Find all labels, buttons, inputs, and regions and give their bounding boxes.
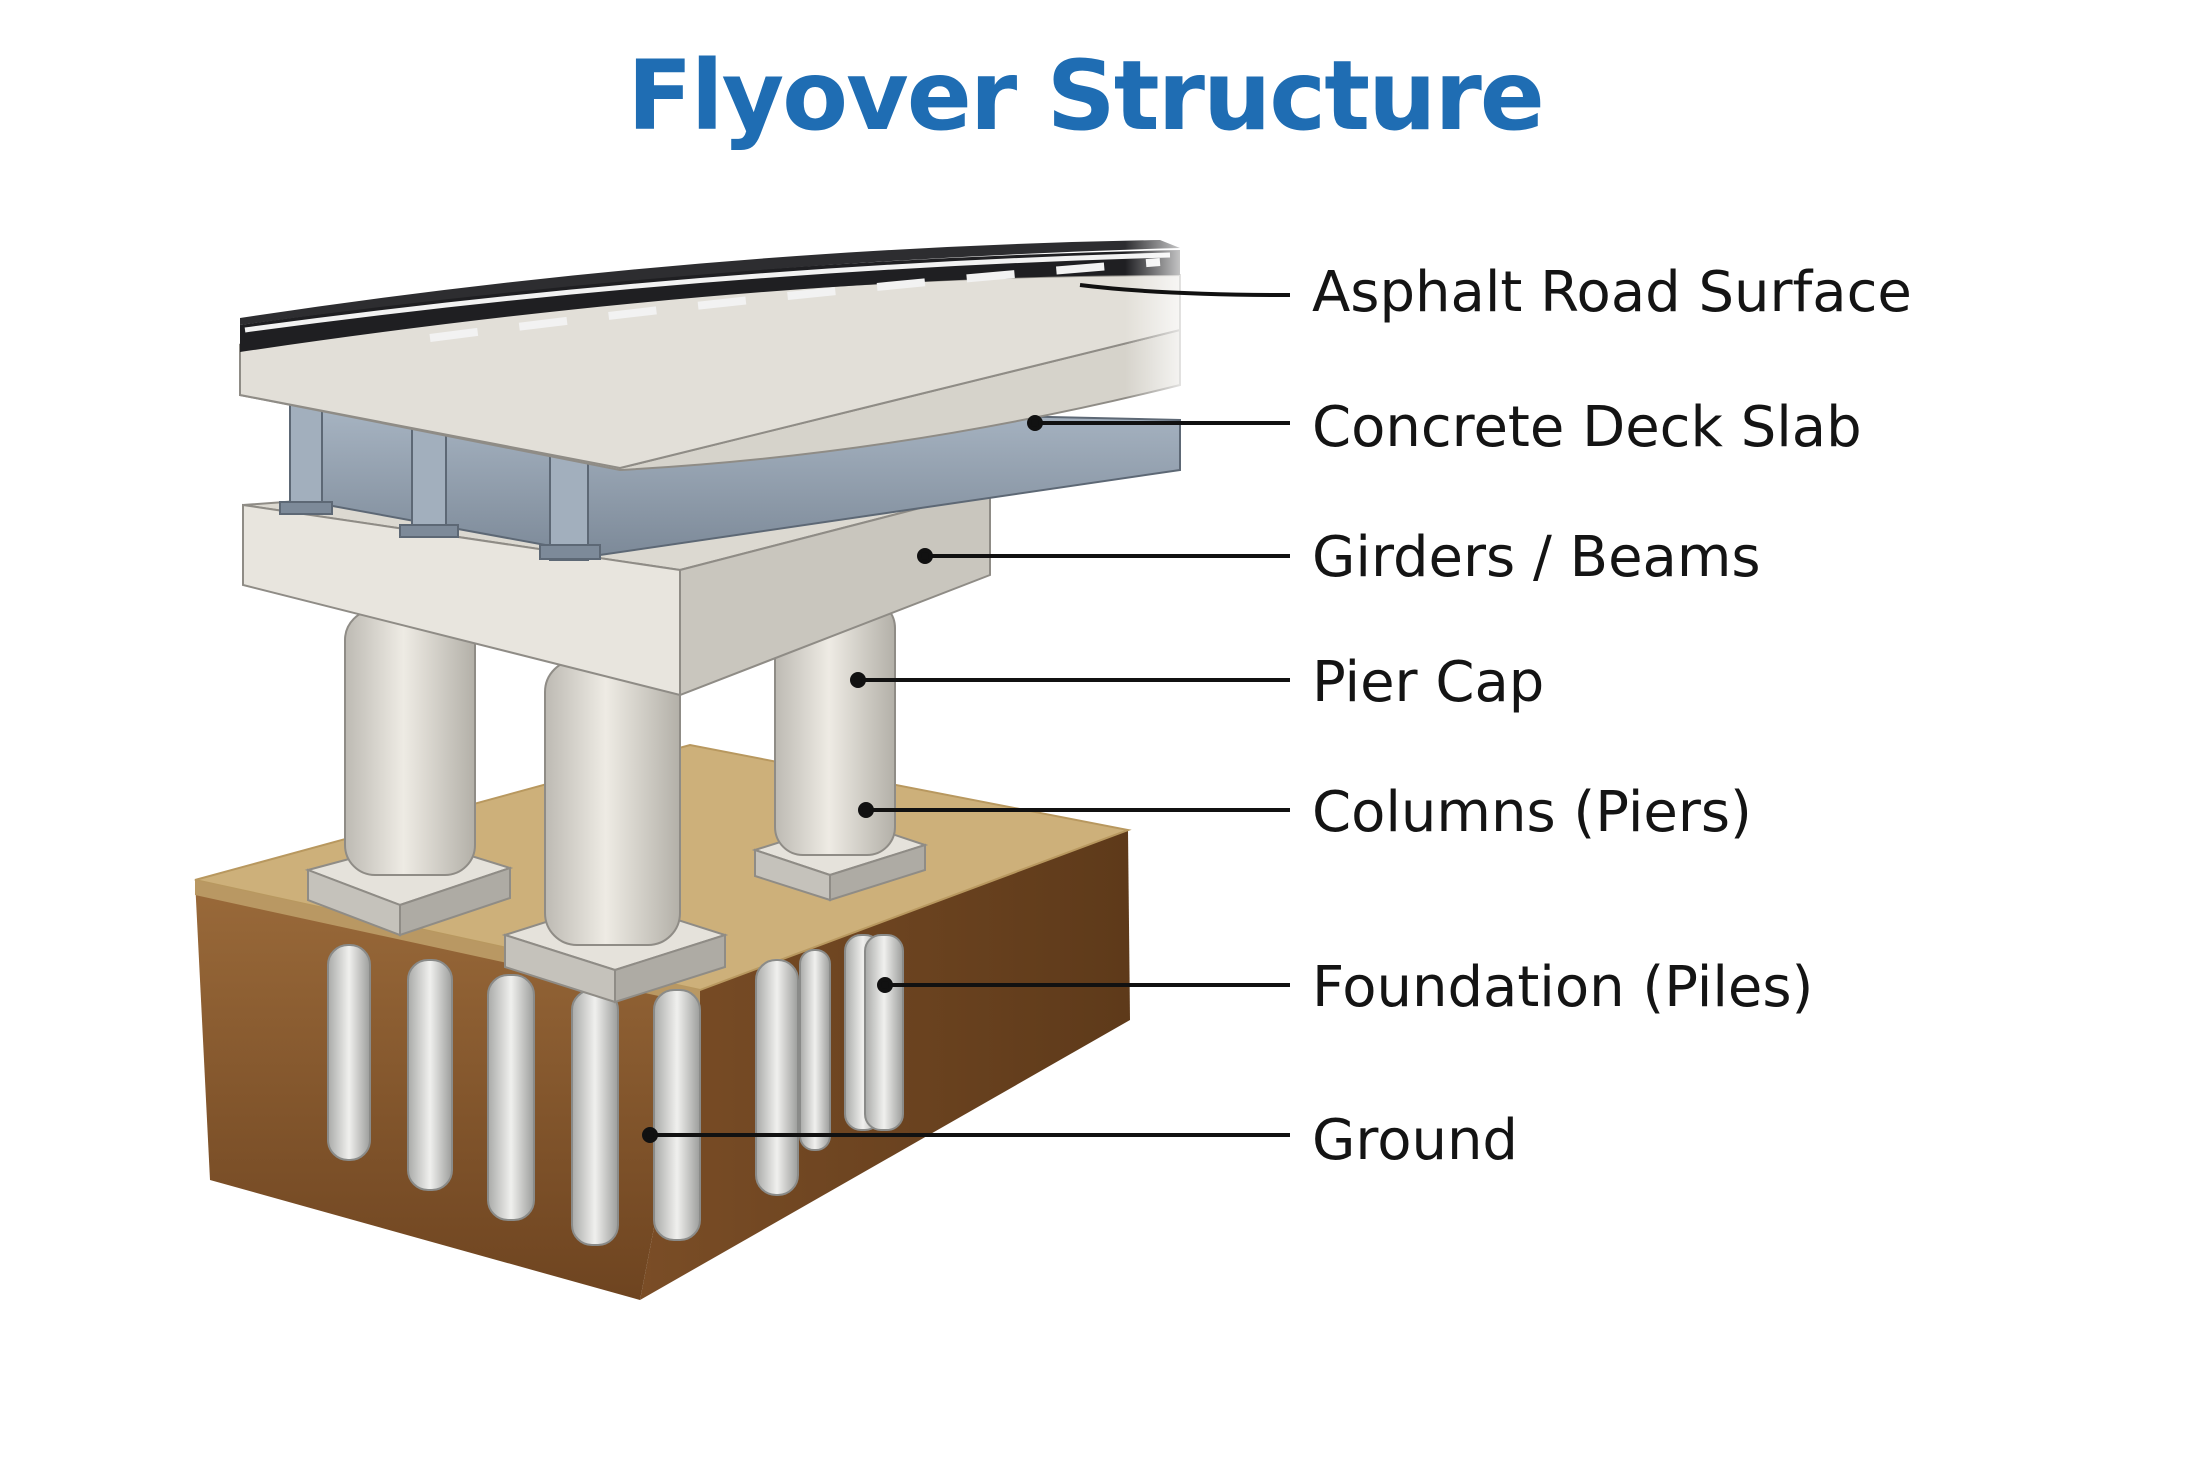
foundation-piles: [327, 934, 904, 1246]
label-pier-cap: Pier Cap: [1312, 650, 1545, 715]
label-ground: Ground: [1312, 1108, 1518, 1173]
pile: [799, 949, 831, 1151]
leader-dot: [1027, 415, 1043, 431]
label-concrete-deck-slab: Concrete Deck Slab: [1312, 395, 1862, 460]
pile: [755, 959, 799, 1196]
leader-dot: [850, 672, 866, 688]
leader-dot: [858, 802, 874, 818]
pier-cap-side: [679, 488, 991, 697]
label-girders-beams: Girders / Beams: [1312, 525, 1761, 590]
asphalt-road: [240, 230, 1200, 400]
footing: [829, 843, 926, 902]
girder: [411, 419, 447, 536]
girder: [539, 544, 601, 560]
pile: [407, 959, 453, 1191]
leader-dot: [877, 977, 893, 993]
leader-lines: [642, 283, 1291, 1143]
road-fade: [900, 230, 1200, 400]
label-columns-piers: Columns (Piers): [1312, 780, 1752, 845]
pile: [571, 989, 619, 1246]
pile: [653, 989, 701, 1241]
girder: [289, 399, 323, 511]
columns: [344, 599, 896, 946]
girder: [279, 501, 333, 515]
leader-dot: [642, 1127, 658, 1143]
diagram-title: Flyover Structure: [627, 40, 1545, 152]
column: [344, 609, 476, 876]
column: [544, 659, 681, 946]
pile: [487, 974, 535, 1221]
girder: [399, 524, 459, 538]
footing: [614, 933, 726, 1004]
label-asphalt-road-surface: Asphalt Road Surface: [1312, 260, 1912, 325]
footing: [399, 866, 511, 937]
pile: [327, 944, 371, 1161]
pile: [864, 934, 904, 1131]
leader-dot: [917, 548, 933, 564]
leader-line-asphalt: [1079, 283, 1291, 297]
label-foundation-piles: Foundation (Piles): [1312, 955, 1814, 1020]
